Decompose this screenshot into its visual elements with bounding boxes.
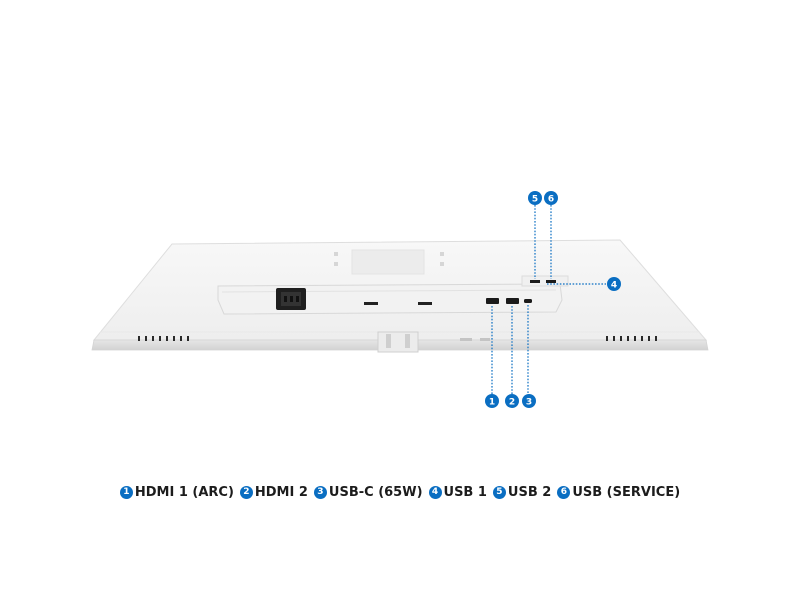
stand-slot-left: [364, 302, 378, 305]
usbc-port: [524, 299, 532, 303]
svg-text:5: 5: [532, 194, 538, 204]
svg-text:3: 3: [526, 397, 532, 407]
svg-text:4: 4: [611, 280, 617, 290]
legend-badge: 4: [428, 486, 442, 499]
legend-item-hdmi2: 2 HDMI 2: [239, 485, 308, 500]
vent-right: [606, 336, 657, 341]
vent-left: [138, 336, 189, 341]
callout-leaders: [491, 205, 606, 396]
callout-badge-5: 5: [528, 191, 542, 205]
legend-label: USB (SERVICE): [572, 485, 681, 500]
stand-slot-right: [418, 302, 432, 305]
legend-item-usb1: 4 USB 1: [428, 485, 487, 500]
hdmi2-port: [506, 298, 519, 304]
legend-label: USB 2: [507, 485, 552, 500]
legend-label: USB-C (65W): [328, 485, 423, 500]
stand-bracket: [377, 331, 419, 353]
legend-badge: 5: [492, 486, 506, 499]
legend-item-hdmi1: 1 HDMI 1 (ARC): [119, 485, 234, 500]
usb2-port: [530, 280, 540, 283]
vesa-mount: [334, 249, 444, 275]
callout-badge-6: 6: [544, 191, 558, 205]
legend-item-usb2: 5 USB 2: [492, 485, 552, 500]
legend-label: HDMI 2: [254, 485, 308, 500]
legend-label: USB 1: [443, 485, 487, 500]
callout-badge-2: 2: [505, 394, 519, 408]
legend-badge: 1: [119, 486, 133, 499]
power-socket: [276, 288, 306, 310]
svg-text:6: 6: [548, 194, 554, 204]
callout-badge-3: 3: [522, 394, 536, 408]
callout-badge-1: 1: [485, 394, 499, 408]
callout-badges: 1 2 3 4 5 6: [485, 191, 621, 408]
svg-text:1: 1: [489, 397, 495, 407]
legend-item-usb-service: 6 USB (SERVICE): [557, 485, 680, 500]
svg-text:2: 2: [509, 397, 515, 407]
bottom-markings: [460, 338, 490, 341]
hdmi1-port: [486, 298, 499, 304]
legend-label: HDMI 1 (ARC): [134, 485, 234, 500]
port-legend: 1 HDMI 1 (ARC) 2 HDMI 2 3 USB-C (65W) 4 …: [0, 485, 800, 500]
callout-badge-4: 4: [607, 277, 621, 291]
legend-badge: 2: [239, 486, 253, 499]
legend-badge: 6: [557, 486, 571, 499]
legend-item-usbc: 3 USB-C (65W): [313, 485, 423, 500]
usb-service-port: [546, 280, 556, 283]
legend-badge: 3: [313, 486, 327, 499]
